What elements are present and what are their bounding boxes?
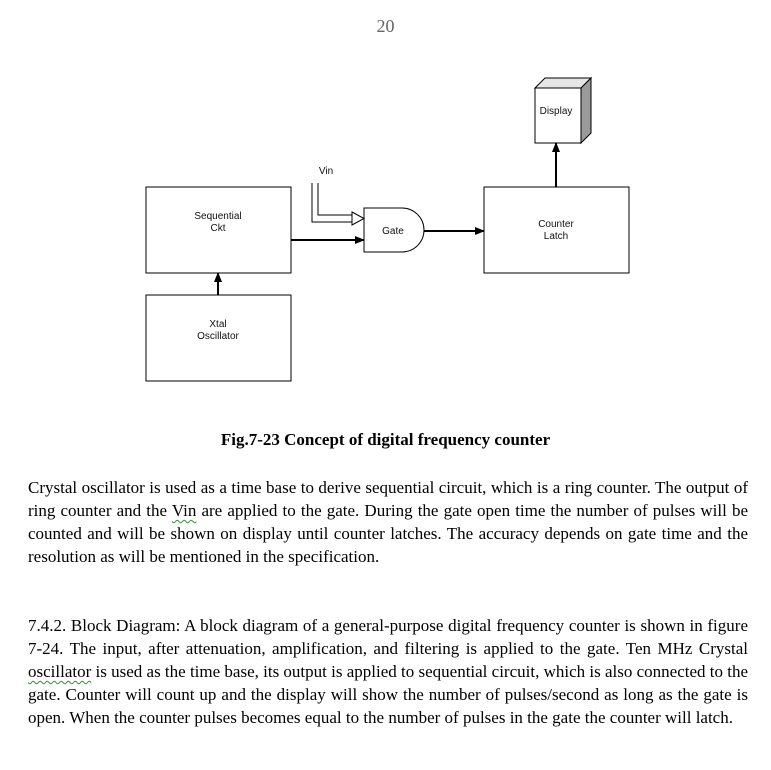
- xtal-oscillator-block: Xtal Oscillator: [145, 294, 292, 382]
- gate-label: Gate: [382, 226, 404, 237]
- display-block: Display: [533, 76, 593, 145]
- figure-caption: Fig.7-23 Concept of digital frequency co…: [220, 430, 551, 449]
- paragraph-1-part-a: Crystal oscillator is used as a time bas…: [28, 478, 748, 520]
- gate-block: Gate: [363, 207, 425, 253]
- sequential-label-line1: Sequential: [194, 211, 241, 222]
- page-number: 20: [376, 16, 395, 36]
- vin-spellcheck-word: Vin: [171, 501, 197, 520]
- xtal-label-line2: Oscillator: [197, 331, 239, 342]
- oscillator-spellcheck-word: oscillator: [28, 662, 92, 681]
- paragraph-2-part-a: 7.4.2. Block Diagram: A block diagram of…: [28, 616, 748, 658]
- counter-latch-block: Counter Latch: [483, 186, 630, 274]
- display-label: Display: [540, 106, 573, 117]
- sequential-ckt-block: Sequential Ckt: [145, 186, 292, 274]
- xtal-label-line1: Xtal: [209, 319, 226, 330]
- vin-label: Vin: [319, 166, 333, 177]
- paragraph-2: 7.4.2. Block Diagram: A block diagram of…: [28, 614, 748, 729]
- paragraph-1: Crystal oscillator is used as a time bas…: [28, 476, 748, 568]
- paragraph-1-part-b: are applied to the gate. During the gate…: [28, 501, 748, 566]
- vin-input-arrow: [311, 183, 366, 226]
- paragraph-2-part-b: is used as the time base, its output is …: [28, 662, 748, 727]
- counter-label-line1: Counter: [538, 219, 574, 230]
- sequential-label-line2: Ckt: [211, 223, 226, 234]
- counter-label-line2: Latch: [544, 231, 568, 242]
- block-diagram: Display Sequential Ckt Xtal Oscillator G…: [145, 76, 630, 382]
